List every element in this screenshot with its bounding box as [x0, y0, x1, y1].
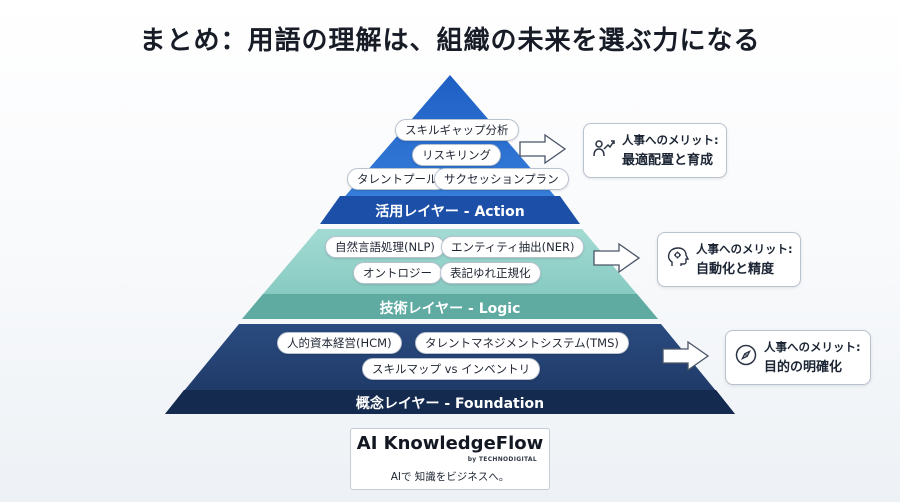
- action-benefit-callout: 人事へのメリット: 最適配置と育成: [583, 123, 727, 178]
- action-label-band: [320, 196, 580, 224]
- term-pill: スキルマップ vs インベントリ: [362, 358, 541, 380]
- arrow-right-icon: [662, 340, 710, 372]
- benefit-text: 自動化と精度: [696, 262, 775, 277]
- term-pill: スキルギャップ分析: [395, 119, 519, 141]
- term-pill: オントロジー: [353, 262, 442, 284]
- growth-person-icon: [593, 140, 615, 157]
- head-gear-icon: [667, 247, 690, 266]
- action-layer-label: 活用レイヤー - Action: [375, 204, 525, 220]
- arrow-right-icon: [593, 242, 641, 274]
- arrow-right-icon: [519, 133, 567, 165]
- foundation-benefit-callout: 人事へのメリット: 目的の明確化: [725, 330, 871, 385]
- benefit-text: 最適配置と育成: [622, 153, 714, 168]
- term-pill: リスキリング: [412, 144, 501, 166]
- term-pill: 自然言語処理(NLP): [325, 236, 445, 258]
- term-pill: タレントマネジメントシステム(TMS): [415, 332, 629, 354]
- foundation-label-band: [165, 390, 735, 414]
- logic-layer-label: 技術レイヤー - Logic: [379, 301, 521, 317]
- logic-label-band: [242, 294, 658, 319]
- benefit-text: 目的の明確化: [764, 360, 843, 375]
- page-title: まとめ：用語の理解は、組織の未来を選ぶ力になる: [139, 26, 761, 56]
- term-pill: 表記ゆれ正規化: [440, 262, 541, 284]
- brand-logo: AI KnowledgeFlow by TECHNODIGITAL AIで 知識…: [350, 428, 550, 490]
- compass-icon: [735, 344, 757, 366]
- foundation-layer-label: 概念レイヤー - Foundation: [355, 396, 545, 412]
- logo-byline: by TECHNODIGITAL: [467, 456, 537, 463]
- benefit-title: 人事へのメリット:: [764, 340, 861, 354]
- logo-tagline: AIで 知識をビジネスへ。: [390, 471, 510, 483]
- term-pill: タレントプール: [347, 168, 448, 190]
- logic-benefit-callout: 人事へのメリット: 自動化と精度: [657, 232, 801, 287]
- term-pill: 人的資本経営(HCM): [277, 332, 402, 354]
- logo-name: AI KnowledgeFlow: [356, 433, 544, 454]
- benefit-title: 人事へのメリット:: [696, 242, 793, 256]
- term-pill: エンティティ抽出(NER): [441, 236, 585, 258]
- term-pill: サクセッションプラン: [434, 168, 569, 190]
- benefit-title: 人事へのメリット:: [622, 133, 719, 147]
